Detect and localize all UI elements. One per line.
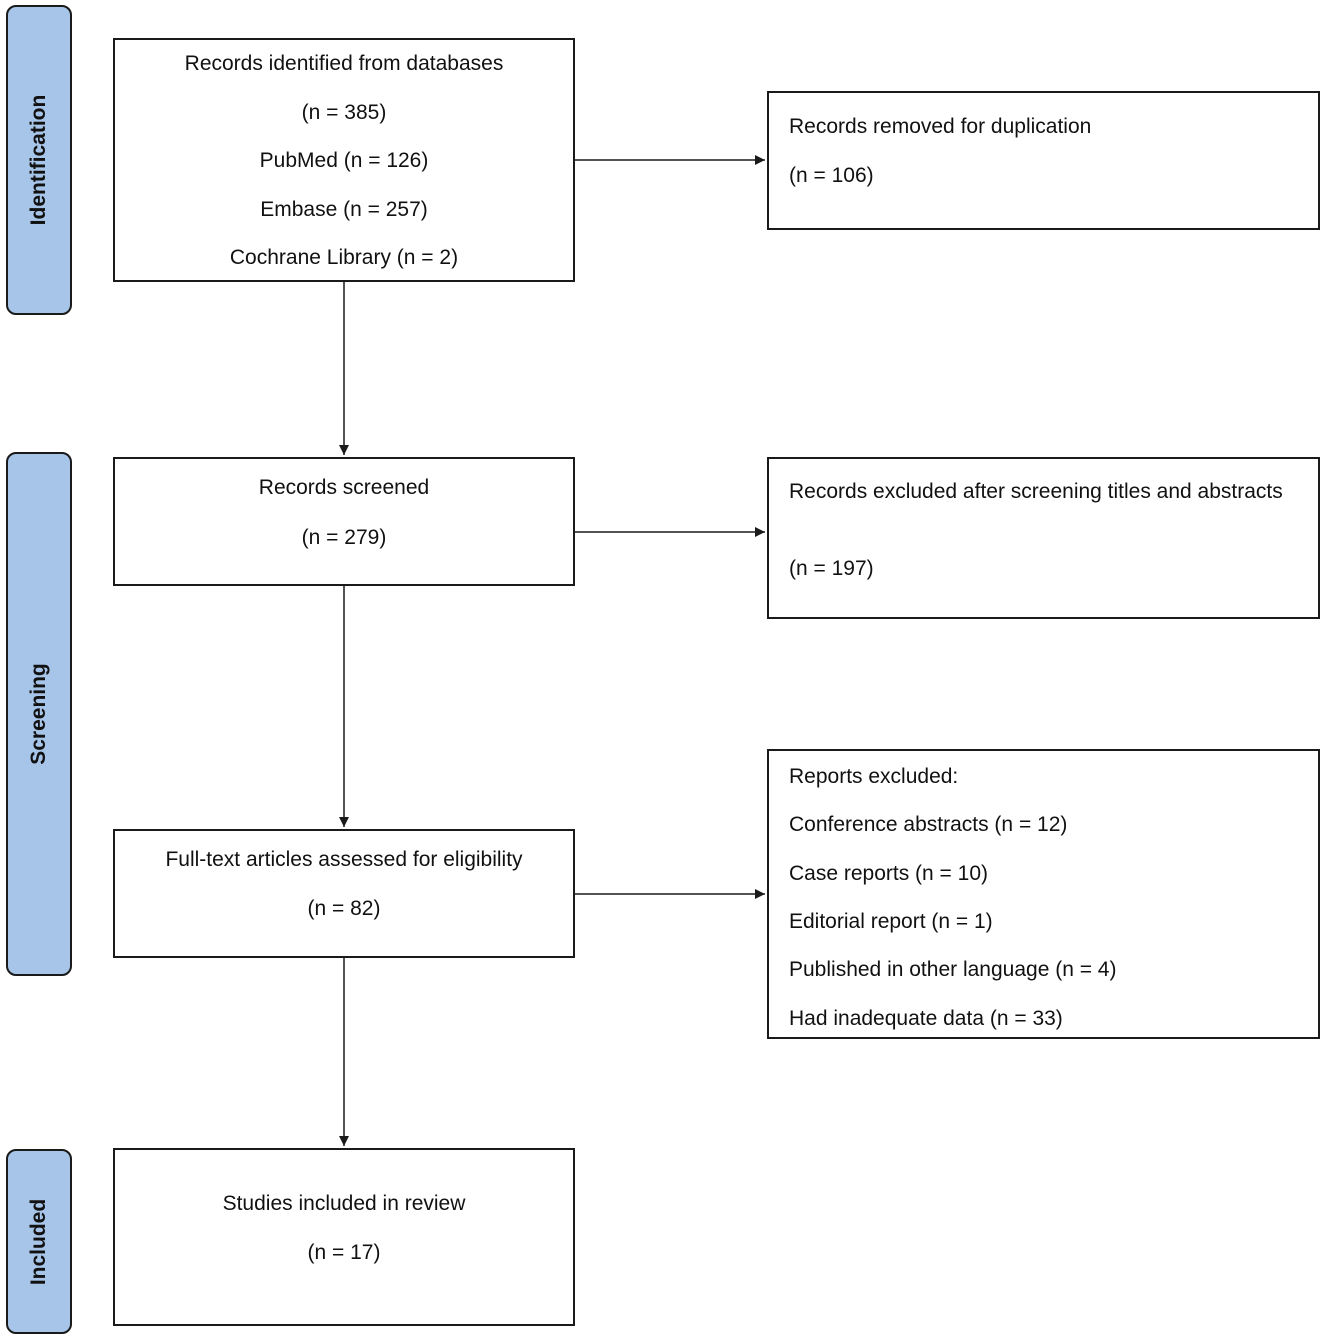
- reports-excluded-language: Published in other language (n = 4): [789, 958, 1117, 981]
- phase-identification: Identification: [6, 5, 72, 315]
- reports-excluded-title: Reports excluded:: [789, 765, 959, 788]
- box-reports-excluded: Reports excluded: Conference abstracts (…: [767, 749, 1320, 1039]
- fulltext-assessed-title: Full-text articles assessed for eligibil…: [165, 848, 523, 871]
- records-identified-total: (n = 385): [301, 101, 387, 124]
- phase-screening: Screening: [6, 452, 72, 976]
- studies-included-count: (n = 17): [307, 1241, 381, 1264]
- records-excluded-screening-count: (n = 197): [789, 557, 874, 580]
- studies-included-title: Studies included in review: [222, 1192, 466, 1215]
- box-records-excluded-screening: Records excluded after screening titles …: [767, 457, 1320, 619]
- records-removed-count: (n = 106): [789, 164, 874, 187]
- box-studies-included: Studies included in review (n = 17): [113, 1148, 575, 1326]
- phase-included: Included: [6, 1149, 72, 1334]
- box-fulltext-assessed: Full-text articles assessed for eligibil…: [113, 829, 575, 958]
- records-screened-title: Records screened: [258, 476, 430, 499]
- records-identified-cochrane: Cochrane Library (n = 2): [229, 246, 459, 269]
- records-screened-count: (n = 279): [301, 526, 387, 549]
- box-records-removed: Records removed for duplication (n = 106…: [767, 91, 1320, 230]
- reports-excluded-conference: Conference abstracts (n = 12): [789, 813, 1068, 836]
- records-excluded-screening-title: Records excluded after screening titles …: [789, 480, 1283, 503]
- box-records-screened: Records screened (n = 279): [113, 457, 575, 586]
- reports-excluded-editorial: Editorial report (n = 1): [789, 910, 993, 933]
- box-records-identified: Records identified from databases (n = 3…: [113, 38, 575, 282]
- reports-excluded-case-reports: Case reports (n = 10): [789, 862, 989, 885]
- reports-excluded-inadequate: Had inadequate data (n = 33): [789, 1007, 1063, 1030]
- fulltext-assessed-count: (n = 82): [307, 897, 381, 920]
- records-removed-title: Records removed for duplication: [789, 115, 1092, 138]
- records-identified-embase: Embase (n = 257): [260, 198, 428, 221]
- records-identified-title: Records identified from databases: [184, 52, 504, 75]
- records-identified-pubmed: PubMed (n = 126): [259, 149, 429, 172]
